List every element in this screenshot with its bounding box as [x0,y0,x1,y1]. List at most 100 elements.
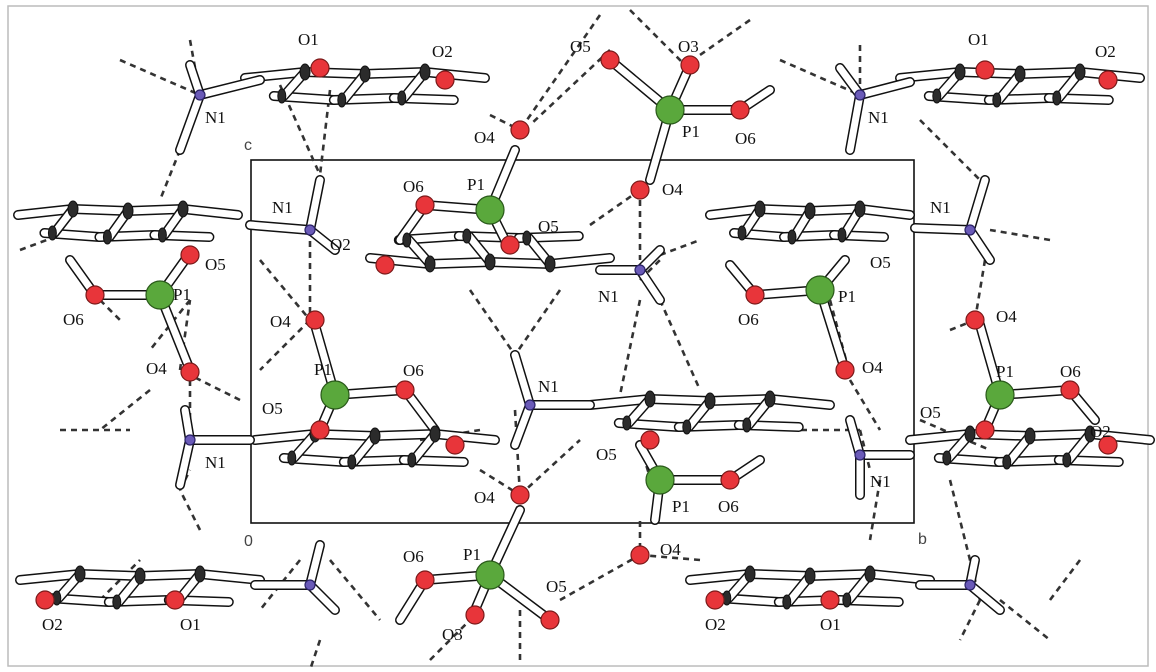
carbon-atom [74,565,86,583]
hydrogen-bond [559,553,641,602]
carbon-layer [47,63,1096,610]
bond [756,205,814,215]
atom-label-p1: P1 [314,360,332,379]
atom-label-o4: O4 [660,540,681,559]
phosphorus-atom [320,380,350,410]
hydrogen-bond [119,58,201,97]
atom-label-n1: N1 [272,198,293,217]
hydrogen-bond [618,299,642,396]
atom-label-n1: N1 [205,108,226,127]
carbon-atom [287,450,297,466]
oxygen-atom [510,485,530,505]
carbon-atom [682,419,692,435]
nitrogen-atom [304,224,316,236]
carbon-atom [742,417,752,433]
carbon-atom [804,567,816,585]
carbon-atom [1062,452,1072,468]
oxygen-atom [630,545,650,565]
bond-layer [13,55,1155,625]
hydrogen-bond [1048,559,1082,601]
oxygen-atom [705,590,725,610]
atom-label-n1: N1 [868,108,889,127]
carbon-atom [1014,65,1026,83]
hydrogen-bond [479,468,521,497]
hydrogen-bond [513,409,522,496]
carbon-atom [484,253,496,271]
oxygen-atom [415,570,435,590]
bond [1086,430,1154,444]
oxygen-atom [500,235,520,255]
hydrogen-bond [989,228,1051,242]
oxygen-atom [720,470,740,490]
bond [856,78,914,99]
carbon-atom [1002,454,1012,470]
carbon-atom [737,225,747,241]
oxygen-atom [835,360,855,380]
atom-label-o6: O6 [403,547,424,566]
oxygen-atom [600,50,620,70]
bond [196,76,264,99]
carbon-atom [337,92,347,108]
bond [966,226,994,264]
carbon-atom [782,594,792,610]
atom-label-o2: O2 [330,235,351,254]
carbon-atom [1052,90,1062,106]
oxygen-atom [180,362,200,382]
oxygen-atom [165,590,185,610]
phosphorus-atom [655,95,685,125]
oxygen-atom [310,58,330,78]
hydrogen-bond [308,639,322,671]
oxygen-atom [85,285,105,305]
atom-label-p1: P1 [463,545,481,564]
hydrogen-bond [629,9,691,71]
carbon-atom [47,225,57,241]
oxygen-atom [435,70,455,90]
hydrogen-bond [658,299,702,391]
bond [179,205,242,219]
carbon-atom [1074,63,1086,81]
carbon-atom [644,390,656,408]
carbon-atom [112,594,122,610]
oxygen-atom [820,590,840,610]
bond [14,205,77,219]
phosphorus-atom [145,280,175,310]
hydrogen-bond [699,18,751,57]
hydrogen-bond [519,439,581,496]
carbon-atom [102,229,112,245]
atom-label-o2: O2 [1095,42,1116,61]
oxygen-atom [965,310,985,330]
atom-label-o5: O5 [596,445,617,464]
unit-cell-box [250,159,915,524]
oxygen-atom [1098,70,1118,90]
bond [766,395,834,409]
carbon-atom [754,200,766,218]
carbon-atom [787,229,797,245]
bond [421,68,489,82]
bond [866,570,934,584]
bond [686,570,754,584]
bond [426,258,494,268]
hydrogen-bond [329,559,381,621]
atom-label-o4: O4 [474,128,495,147]
carbon-atom [157,227,167,243]
atom-label-o6: O6 [738,310,759,329]
carbon-atom [177,200,189,218]
bond [806,570,874,580]
phosphorus-atom [985,380,1015,410]
atom-label-p1: P1 [682,122,700,141]
hydrogen-bond [429,619,471,661]
hydrogen-bond [259,319,311,371]
carbon-atom [67,200,79,218]
atom-label-o5: O5 [205,255,226,274]
carbon-atom [397,90,407,106]
nitrogen-atom [854,89,866,101]
figure-border [7,5,1149,667]
carbon-atom [932,88,942,104]
oxygen-atom [680,55,700,75]
bond [706,395,774,405]
carbon-atom [544,255,556,273]
hydrogen-bond [659,238,701,257]
bond [136,570,204,580]
bond [306,541,324,589]
bond [176,436,194,489]
